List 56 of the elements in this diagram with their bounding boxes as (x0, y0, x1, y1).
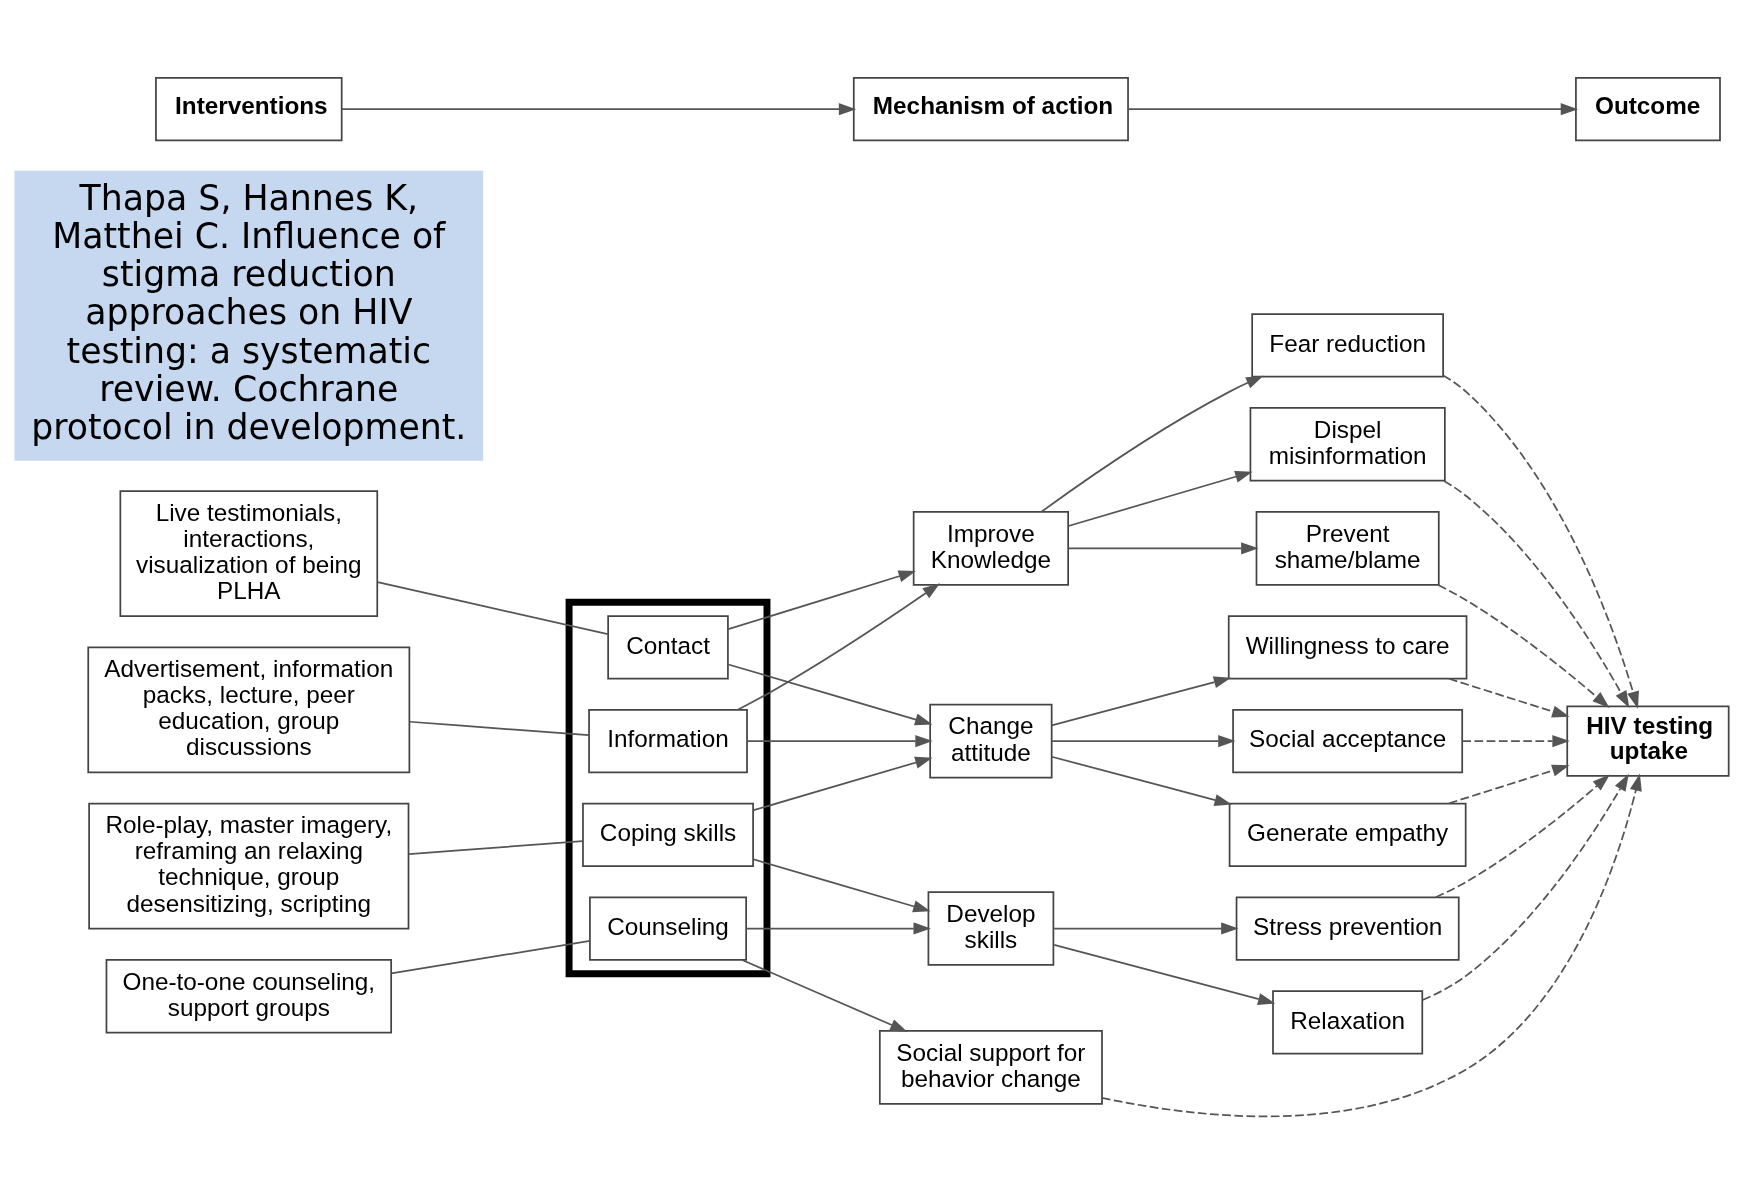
node-box: Stress prevention (1235, 895, 1460, 961)
arrow (1443, 479, 1630, 708)
node-box: One-to-one counseling, support groups (105, 958, 392, 1034)
node-box: Information (588, 708, 748, 773)
node-box: Outcome (1575, 76, 1721, 141)
arrow (1040, 375, 1264, 513)
node-box: HIV testing uptake (1566, 704, 1730, 777)
node-box: Mechanism of action (852, 76, 1129, 141)
arrow (1053, 921, 1239, 935)
arrow (1050, 675, 1232, 726)
arrow (727, 663, 933, 725)
node-box: Advertisement, information packs, lecture, peer education, group discussions (87, 645, 411, 773)
arrow (1434, 774, 1610, 898)
node-box: Thapa S, Hannes K, Matthei C. Influence of stigma reduction approaches on HIV testing: a systematic review. Cochrane protocol in development. (14, 170, 484, 461)
arrow (1127, 102, 1579, 115)
connector (408, 839, 584, 855)
arrow (1067, 470, 1253, 527)
node-box: Coping skills (582, 802, 754, 867)
arrow (1050, 755, 1232, 806)
node-box: Contact (607, 614, 729, 679)
arrow (752, 858, 931, 912)
arrow (1448, 764, 1570, 804)
node-box: Develop skills (927, 890, 1055, 966)
connector (408, 720, 590, 736)
arrow (1442, 374, 1639, 709)
arrow (1437, 583, 1610, 708)
node-box: Live testimonials, interactions, visualization of being PLHA (119, 489, 379, 617)
arrow (727, 569, 916, 630)
node-box: Prevent shame/blame (1255, 510, 1440, 586)
arrow (341, 102, 857, 115)
node-box: Generate empathy (1228, 802, 1467, 867)
node-box: Social acceptance (1232, 708, 1464, 773)
arrow (1421, 773, 1629, 1001)
connector (376, 580, 609, 635)
node-box: Willingness to care (1227, 614, 1468, 679)
node-box: Fear reduction (1251, 312, 1444, 377)
arrow (736, 582, 941, 711)
arrow (1053, 943, 1276, 1005)
node-box: Counseling (589, 895, 747, 961)
node-box: Role-play, master imagery, reframing an relaxing technique, group desensitizing, scripting (88, 802, 410, 929)
node-box: Improve Knowledge (912, 510, 1070, 586)
arrow (1448, 677, 1570, 717)
arrow (1050, 734, 1236, 747)
arrow (746, 734, 933, 747)
node-box: Social support for behavior change (878, 1029, 1103, 1105)
node-box: Change attitude (929, 703, 1053, 778)
node-box: Dispel misinformation (1249, 406, 1446, 482)
arrow (741, 958, 908, 1032)
node-box: Interventions (155, 76, 343, 141)
node-box: Relaxation (1272, 989, 1424, 1054)
arrow (745, 921, 931, 935)
arrow (1461, 734, 1570, 747)
cluster (565, 598, 771, 977)
arrow (1067, 541, 1259, 554)
arrow (1101, 772, 1642, 1117)
arrow (752, 756, 933, 811)
